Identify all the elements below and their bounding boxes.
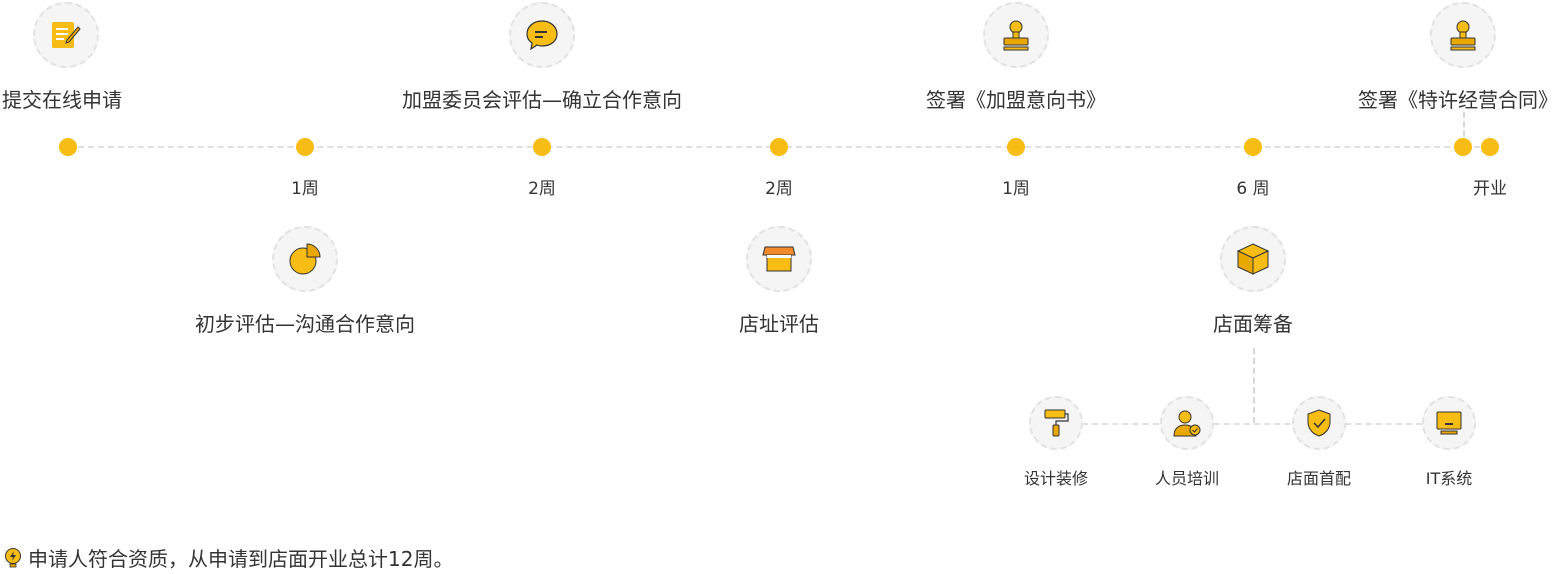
box-icon (1220, 226, 1286, 292)
step-label-initial-eval: 初步评估—沟通合作意向 (195, 312, 415, 336)
document-edit-icon (33, 2, 99, 68)
stamp-icon (1430, 2, 1496, 68)
opening-label: 开业 (1473, 179, 1507, 199)
prep-label-it: IT系统 (1425, 469, 1473, 488)
prep-connector (1253, 348, 1255, 423)
prep-label-design: 设计装修 (1023, 469, 1089, 488)
step-label-site-eval: 店址评估 (739, 312, 819, 336)
step-label-intent: 签署《加盟意向书》 (926, 88, 1106, 112)
timeline-dot-intent (1007, 138, 1025, 156)
stamp-icon (983, 2, 1049, 68)
duration-label: 2周 (765, 179, 793, 199)
prep-line (1082, 423, 1422, 425)
timeline-dot-initial-eval (296, 138, 314, 156)
summary-text: 申请人符合资质，从申请到店面开业总计12周。 (28, 547, 454, 571)
duration-label: 6 周 (1236, 179, 1270, 199)
step-label-committee: 加盟委员会评估—确立合作意向 (402, 88, 682, 112)
step-label-prep: 店面筹备 (1213, 312, 1293, 336)
duration-label: 2周 (528, 179, 556, 199)
step-label-contract: 签署《特许经营合同》 (1358, 88, 1558, 112)
contract-connector (1463, 112, 1465, 146)
timeline-dot-prep (1244, 138, 1262, 156)
prep-label-first-stock: 店面首配 (1286, 469, 1352, 488)
timeline-dot-site-eval (770, 138, 788, 156)
summary-note: 申请人符合资质，从申请到店面开业总计12周。 (2, 543, 453, 572)
monitor-icon (1422, 396, 1476, 450)
timeline-dot-committee (533, 138, 551, 156)
step-label-apply: 提交在线申请 (2, 88, 122, 112)
paint-roller-icon (1029, 396, 1083, 450)
shield-check-icon (1292, 396, 1346, 450)
staff-icon (1160, 396, 1214, 450)
timeline-dot-apply (59, 138, 77, 156)
timeline-dot-open (1481, 138, 1499, 156)
duration-label: 1周 (291, 179, 319, 199)
storefront-icon (746, 226, 812, 292)
timeline-dot-contract (1454, 138, 1472, 156)
prep-label-training: 人员培训 (1154, 469, 1220, 488)
chat-bubble-icon (509, 2, 575, 68)
pie-chart-icon (272, 226, 338, 292)
lightbulb-icon (2, 547, 24, 569)
duration-label: 1周 (1002, 179, 1030, 199)
